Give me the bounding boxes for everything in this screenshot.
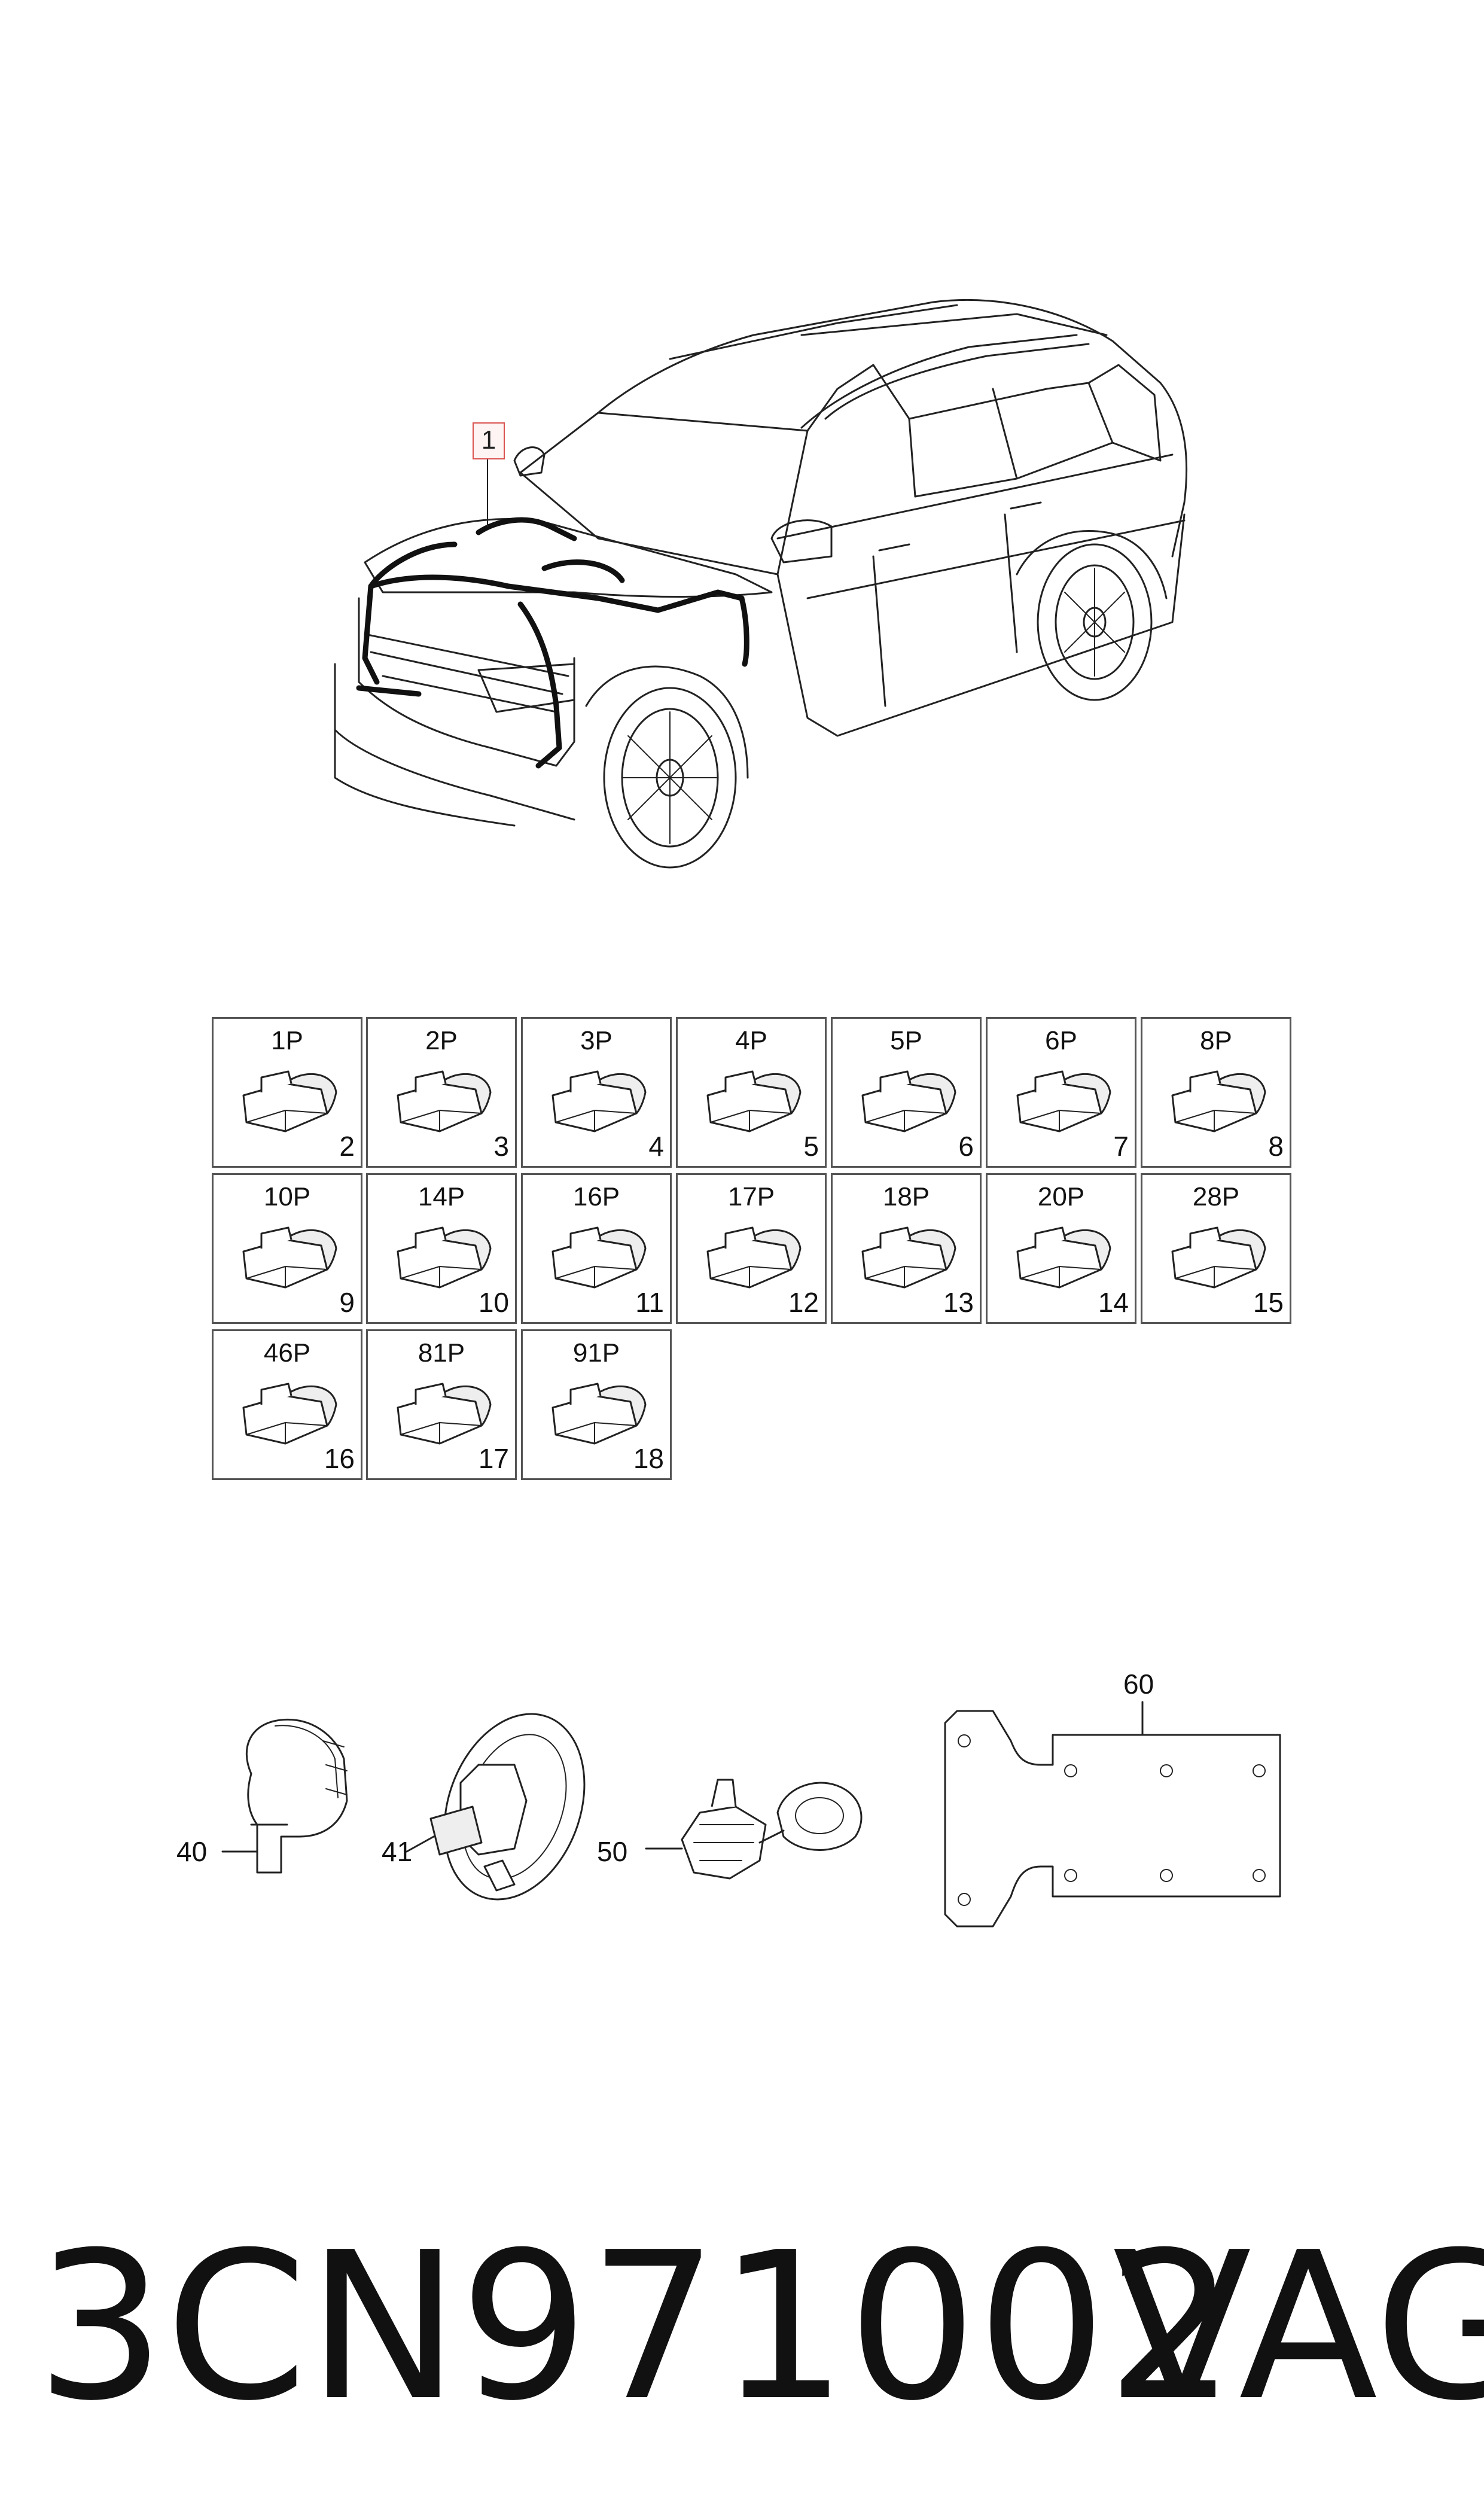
connector-number: 16 [324,1443,355,1474]
connector-number: 15 [1253,1287,1284,1318]
connector-code: 20P [1037,1182,1085,1211]
connector-icon [706,1070,802,1132]
connector-cell: 81P 17 [366,1329,517,1480]
connector-icon [551,1383,647,1445]
connector-number: 6 [958,1131,974,1162]
plate-60-drawing [944,1701,1281,1928]
connector-icon [1016,1226,1111,1289]
connector-cell: 3P 4 [521,1017,672,1168]
connector-cell: 10P 9 [212,1173,362,1324]
connector-number: 3 [493,1131,509,1162]
vehicle-illustration: 1 [0,0,1484,897]
bracket-50-drawing [645,1779,863,1880]
connector-code: 81P [418,1338,465,1368]
part-number: 3CN971002 [36,2209,1236,2446]
connector-code: 28P [1192,1182,1240,1211]
connector-code: 2P [425,1026,458,1055]
connector-icon [551,1226,647,1289]
connector-cell: 14P 10 [366,1173,517,1324]
part-label-41: 41 [382,1836,413,1867]
connector-icon [861,1226,956,1289]
grommet-41-drawing [406,1713,586,1901]
connector-code: 1P [271,1026,303,1055]
connector-icon [397,1226,492,1289]
connector-cell: 20P 14 [986,1173,1136,1324]
connector-code: 10P [263,1182,311,1211]
connector-icon [397,1383,492,1445]
grommet-40-drawing [221,1718,348,1874]
connector-icon [706,1226,802,1289]
connector-cell: 2P 3 [366,1017,517,1168]
connector-number: 14 [1098,1287,1129,1318]
brand-label: VAG [1113,2209,1484,2446]
connector-cell: 1P 2 [212,1017,362,1168]
connector-code: 17P [727,1182,775,1211]
connector-grid: 1P 2 2P 3 3P 4 4P 5 5P 6 6P 7 8P 8 10P 9… [212,1017,1291,1480]
connector-icon [397,1070,492,1132]
connector-cell: 28P 15 [1141,1173,1291,1324]
connector-code: 3P [580,1026,613,1055]
connector-icon [1171,1226,1266,1289]
connector-cell: 17P 12 [676,1173,827,1324]
connector-number: 17 [478,1443,509,1474]
parts-row: 40 41 50 60 [0,1645,1484,1974]
connector-code: 16P [572,1182,620,1211]
connector-icon [861,1070,956,1132]
connector-number: 4 [648,1131,664,1162]
connector-number: 13 [943,1287,974,1318]
connector-cell: 46P 16 [212,1329,362,1480]
connector-number: 18 [633,1443,664,1474]
connector-number: 11 [635,1287,664,1318]
connector-number: 12 [788,1287,819,1318]
connector-cell: 91P 18 [521,1329,672,1480]
connector-code: 91P [572,1338,620,1368]
connector-icon [1171,1070,1266,1132]
connector-code: 14P [418,1182,465,1211]
connector-number: 2 [339,1131,355,1162]
connector-cell: 5P 6 [831,1017,982,1168]
connector-code: 18P [882,1182,930,1211]
connector-icon [551,1070,647,1132]
part-label-40: 40 [176,1836,208,1867]
connector-code: 4P [735,1026,767,1055]
connector-code: 6P [1045,1026,1077,1055]
connector-icon [242,1070,337,1132]
connector-number: 9 [339,1287,355,1318]
connector-number: 10 [478,1287,509,1318]
connector-cell: 16P 11 [521,1173,672,1324]
callout-1: 1 [473,422,505,459]
connector-cell: 6P 7 [986,1017,1136,1168]
connector-code: 46P [263,1338,311,1368]
part-label-60: 60 [1123,1668,1154,1700]
connector-code: 8P [1200,1026,1232,1055]
connector-cell: 4P 5 [676,1017,827,1168]
connector-icon [242,1383,337,1445]
parts-drawings [221,1701,1281,1928]
connector-cell: 8P 8 [1141,1017,1291,1168]
connector-cell: 18P 13 [831,1173,982,1324]
part-label-50: 50 [597,1836,628,1867]
suv-line-drawing [334,299,1188,869]
connector-icon [1016,1070,1111,1132]
connector-number: 7 [1113,1131,1129,1162]
connector-number: 5 [803,1131,819,1162]
connector-number: 8 [1268,1131,1284,1162]
connector-code: 5P [890,1026,922,1055]
connector-icon [242,1226,337,1289]
